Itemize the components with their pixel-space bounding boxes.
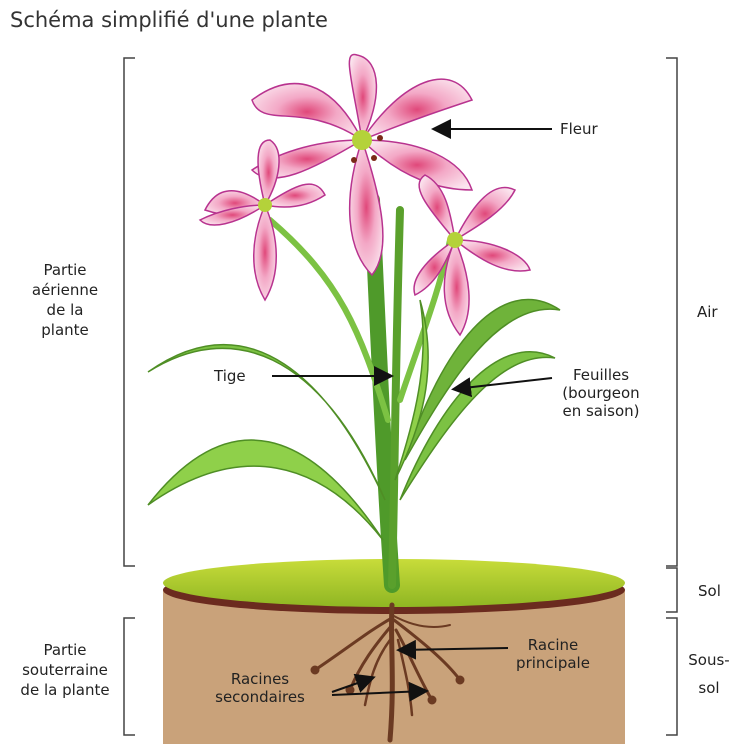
label-tige: Tige — [214, 366, 246, 386]
bracket-air — [666, 58, 677, 566]
label-sol: Sol — [698, 581, 721, 601]
leaves — [148, 300, 560, 540]
bracket-aerienne — [124, 58, 135, 566]
label-partie-souterraine: Partie souterraine de la plante — [6, 640, 124, 700]
bracket-sous-sol — [666, 618, 677, 735]
label-air: Air — [697, 302, 718, 322]
label-feuilles: Feuilles (bourgeon en saison) — [553, 366, 649, 420]
label-racine-principale: Racine principale — [508, 636, 598, 672]
label-sous-sol: Sous- sol — [686, 650, 732, 698]
label-partie-aerienne: Partie aérienne de la plante — [10, 260, 120, 340]
bracket-souterraine — [124, 618, 135, 735]
label-fleur: Fleur — [560, 119, 598, 139]
bracket-sol — [666, 568, 677, 612]
label-racines-secondaires: Racines secondaires — [205, 670, 315, 706]
flower-top — [252, 54, 472, 275]
